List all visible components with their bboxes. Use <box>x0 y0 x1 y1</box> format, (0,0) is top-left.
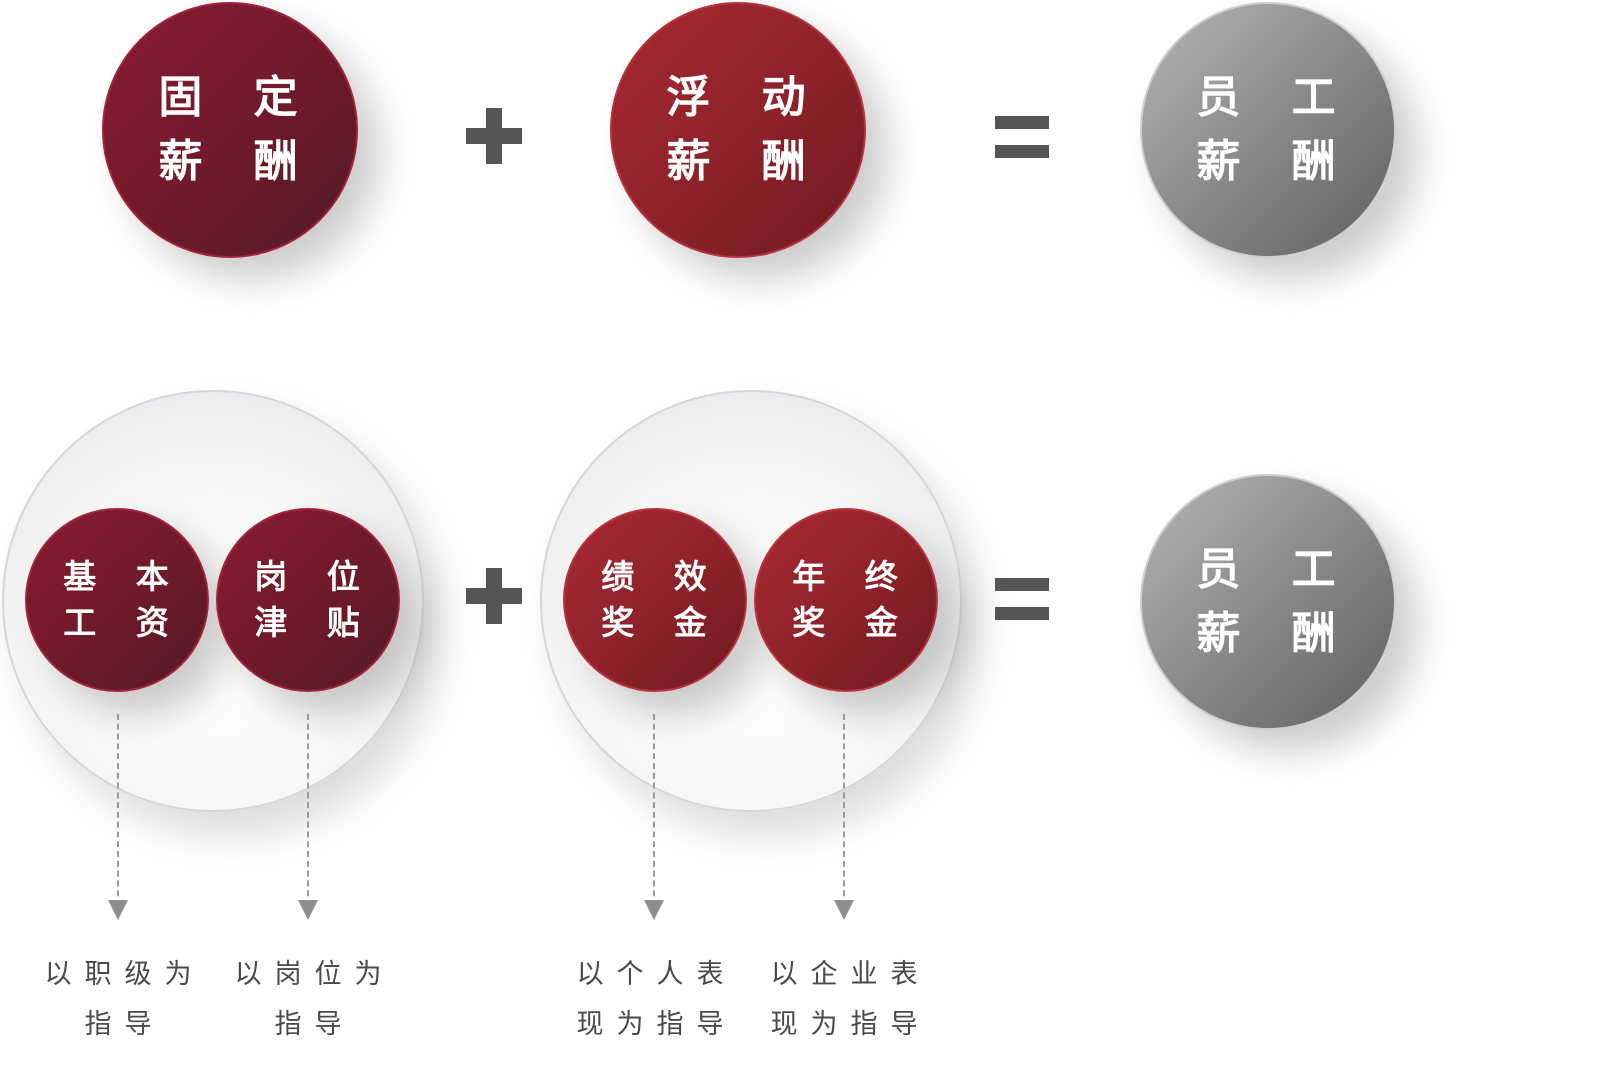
plus-operator-bottom <box>466 568 522 624</box>
variable-pay-circle: 浮 动 薪 酬 <box>610 2 866 258</box>
dashed-arrow-performance-bonus <box>644 714 664 920</box>
variable-pay-label: 浮 动 薪 酬 <box>666 72 824 187</box>
fixed-pay-circle: 固 定 薪 酬 <box>102 2 358 258</box>
employee-pay-circle-bottom: 员 工 薪 酬 <box>1140 474 1396 730</box>
fixed-pay-label: 固 定 薪 酬 <box>158 72 316 187</box>
performance-bonus-label: 绩 效 奖 金 <box>601 557 721 642</box>
dashed-arrow-position-allowance <box>298 714 318 920</box>
employee-pay-label-top: 员 工 薪 酬 <box>1196 72 1354 187</box>
arrow-head <box>108 900 128 920</box>
equals-operator-top <box>995 116 1049 158</box>
equals-operator-bottom <box>995 578 1049 620</box>
arrow-head <box>298 900 318 920</box>
arrow-stem <box>653 714 655 906</box>
arrow-stem <box>843 714 845 906</box>
year-end-bonus-label: 年 终 奖 金 <box>792 557 912 642</box>
employee-pay-label-bottom: 员 工 薪 酬 <box>1196 544 1354 659</box>
caption-job-grade: 以职级为 指导 <box>44 959 205 1040</box>
dashed-arrow-basic-salary <box>108 714 128 920</box>
employee-pay-circle-top: 员 工 薪 酬 <box>1140 2 1396 258</box>
plus-operator-top <box>466 108 522 164</box>
performance-bonus-circle: 绩 效 奖 金 <box>563 508 747 692</box>
arrow-head <box>644 900 664 920</box>
arrow-stem <box>117 714 119 906</box>
position-allowance-label: 岗 位 津 贴 <box>254 557 374 642</box>
caption-position: 以岗位为 指导 <box>234 959 395 1040</box>
arrow-stem <box>307 714 309 906</box>
basic-salary-label: 基 本 工 资 <box>63 557 183 642</box>
dashed-arrow-year-end-bonus <box>834 714 854 920</box>
caption-individual: 以个人表 现为指导 <box>576 959 737 1040</box>
year-end-bonus-circle: 年 终 奖 金 <box>754 508 938 692</box>
basic-salary-circle: 基 本 工 资 <box>25 508 209 692</box>
position-allowance-circle: 岗 位 津 贴 <box>216 508 400 692</box>
arrow-head <box>834 900 854 920</box>
caption-company: 以企业表 现为指导 <box>770 959 931 1040</box>
